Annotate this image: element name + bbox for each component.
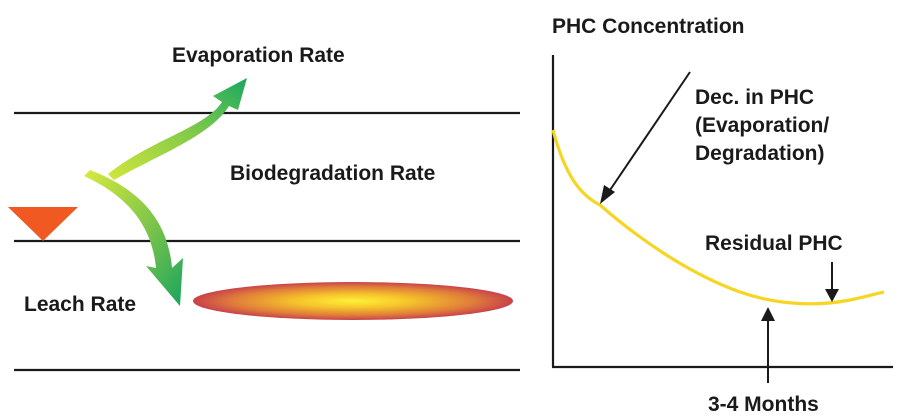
concentration-plot: PHC Concentration Dec. in PHC (Evaporati… — [551, 15, 893, 416]
evaporation-rate-label: Evaporation Rate — [172, 44, 345, 67]
time-arrowhead-icon — [761, 307, 775, 321]
time-label: 3-4 Months — [708, 393, 819, 416]
evaporation-arrow — [108, 78, 247, 180]
soil-profile: Evaporation Rate Biodegradation Rate Lea… — [8, 44, 520, 372]
decrease-label-line-2: (Evaporation/ — [695, 114, 829, 137]
leach-arrow — [84, 170, 183, 306]
decrease-arrowhead-icon — [600, 185, 615, 204]
y-axis-title: PHC Concentration — [552, 15, 745, 38]
decrease-pointer-arrow — [605, 71, 691, 197]
water-table-marker-icon — [8, 207, 78, 241]
phc-decay-curve — [551, 129, 885, 306]
decrease-label: Dec. in PHC (Evaporation/ Degradation) — [695, 86, 835, 165]
contaminant-plume — [193, 282, 513, 320]
biodegradation-rate-label: Biodegradation Rate — [230, 162, 435, 185]
decrease-label-line-1: Dec. in PHC — [695, 86, 814, 109]
decrease-label-line-3: Degradation) — [695, 142, 825, 165]
residual-phc-label: Residual PHC — [705, 232, 843, 255]
leach-rate-label: Leach Rate — [24, 293, 136, 316]
residual-arrowhead-icon — [825, 289, 839, 302]
